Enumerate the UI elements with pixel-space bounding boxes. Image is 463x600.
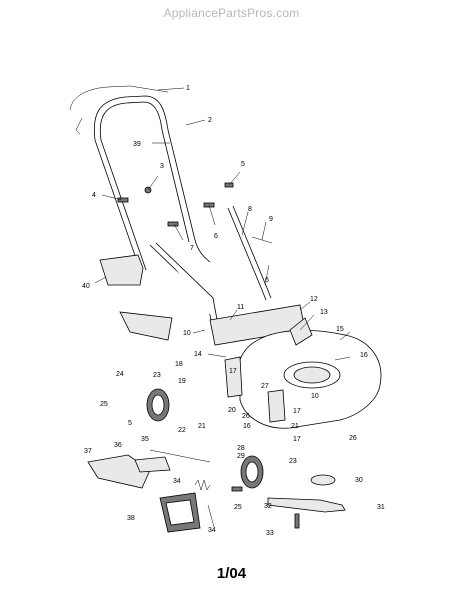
callout-17b: 17	[293, 408, 301, 415]
callout-36: 36	[114, 442, 122, 449]
pin	[207, 504, 215, 528]
callout-27: 27	[261, 383, 269, 390]
callout-7: 7	[190, 245, 194, 252]
callout-21: 21	[198, 423, 206, 430]
callout-1: 1	[186, 85, 190, 92]
callout-13: 13	[320, 309, 328, 316]
callout-labels: 1 2 39 3 5 4 8 9 6 7 40 6 11 12 13 10 15…	[82, 85, 385, 537]
lower-handle	[149, 205, 272, 326]
callout-6: 6	[214, 233, 218, 240]
callout-25b: 25	[234, 504, 242, 511]
callout-16: 16	[360, 352, 368, 359]
callout-39: 39	[133, 141, 141, 148]
callout-34: 34	[173, 478, 181, 485]
control-cable	[69, 85, 169, 111]
callout-21b: 21	[291, 423, 299, 430]
callout-16b: 16	[243, 423, 251, 430]
adjuster-plate	[267, 389, 286, 423]
callout-37: 37	[84, 448, 92, 455]
callout-5b: 5	[128, 420, 132, 427]
callout-3: 3	[160, 163, 164, 170]
callout-leaders	[94, 87, 351, 361]
rear-flap-inner	[165, 499, 195, 526]
callout-24: 24	[116, 371, 124, 378]
cable-end	[75, 117, 83, 135]
callout-18: 18	[175, 361, 183, 368]
callout-9: 9	[269, 216, 273, 223]
callout-8: 8	[248, 206, 252, 213]
watermark-text: AppliancePartsPros.com	[163, 6, 300, 20]
callout-30: 30	[355, 477, 363, 484]
bolt	[231, 486, 243, 492]
callout-14: 14	[194, 351, 202, 358]
callout-22: 22	[178, 427, 186, 434]
deck-housing	[239, 329, 382, 429]
chute-rod	[149, 449, 211, 463]
wheel-rear	[146, 388, 170, 422]
callout-31: 31	[377, 504, 385, 511]
callout-17: 17	[229, 368, 237, 375]
callout-23b: 23	[289, 458, 297, 465]
callout-29: 29	[237, 453, 245, 460]
page-number: 1/04	[216, 565, 247, 582]
upper-handle	[93, 95, 211, 271]
callout-10: 10	[183, 330, 191, 337]
spring	[194, 479, 211, 491]
callout-4: 4	[92, 192, 96, 199]
callout-28: 28	[237, 445, 245, 452]
callout-25: 25	[100, 401, 108, 408]
callout-23: 23	[153, 372, 161, 379]
bolt	[117, 197, 129, 203]
callout-5: 5	[241, 161, 245, 168]
adjuster-plate	[224, 356, 243, 398]
discharge-chute	[87, 454, 151, 489]
blade	[267, 497, 346, 513]
wheel-front	[240, 455, 264, 489]
callout-35: 35	[141, 436, 149, 443]
callout-20: 20	[228, 407, 236, 414]
callout-19: 19	[178, 378, 186, 385]
bag-frame	[99, 254, 144, 286]
callout-26b: 26	[349, 435, 357, 442]
callout-15: 15	[336, 326, 344, 333]
blade-bolt	[294, 513, 300, 529]
callout-40: 40	[82, 283, 90, 290]
callout-32: 32	[264, 503, 272, 510]
callout-17c: 17	[293, 436, 301, 443]
callout-33: 33	[266, 530, 274, 537]
mulch-plug	[119, 311, 173, 341]
chute-deflector	[289, 317, 313, 346]
callout-38: 38	[127, 515, 135, 522]
callout-2: 2	[208, 117, 212, 124]
callout-12: 12	[310, 296, 318, 303]
callout-11: 11	[237, 304, 244, 311]
bolt	[167, 221, 179, 227]
callout-10b: 10	[311, 393, 319, 400]
chute-bracket	[134, 456, 171, 473]
callout-6b: 6	[265, 277, 269, 284]
callout-26: 26	[242, 413, 250, 420]
blade-adapter	[310, 474, 336, 486]
callout-34b: 34	[208, 527, 216, 534]
